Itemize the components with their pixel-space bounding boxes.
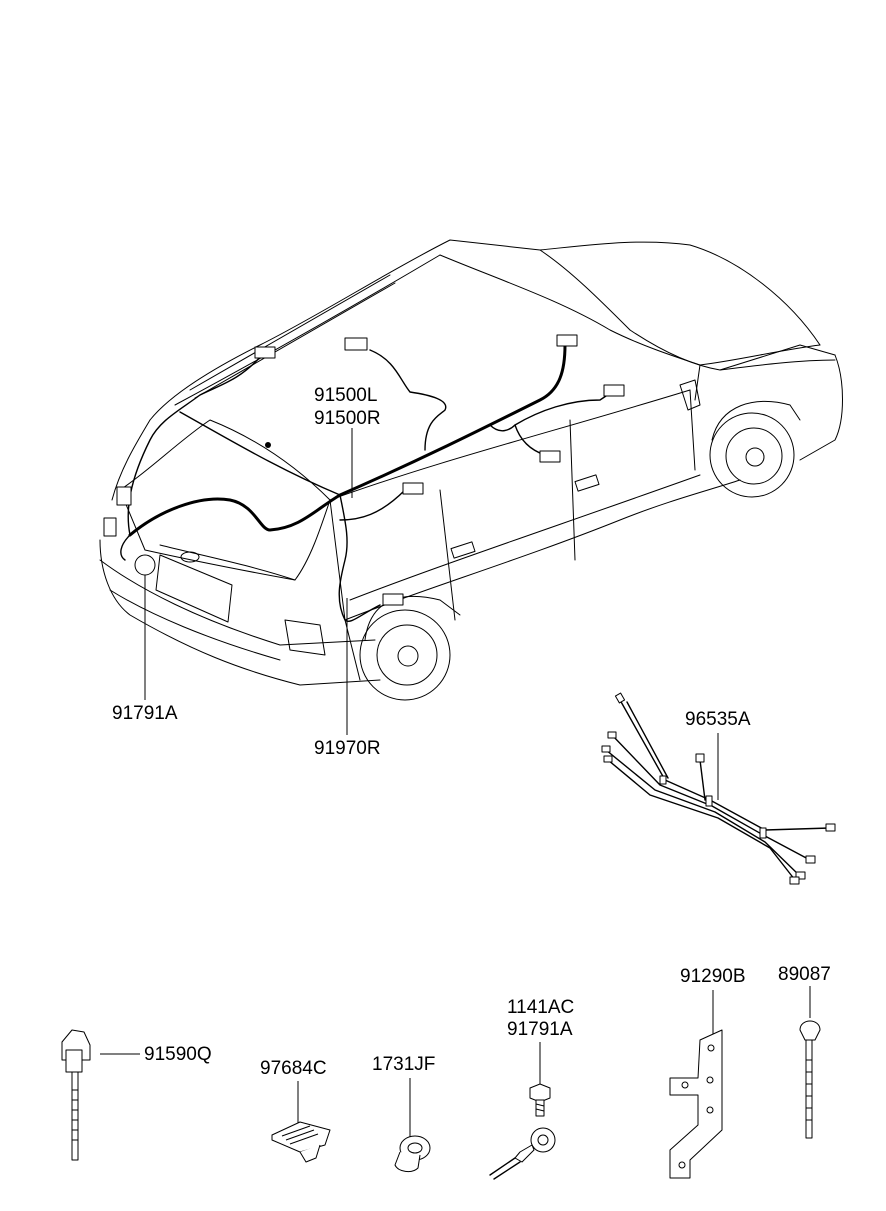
clip-91590q-drawing: [61, 1029, 91, 1161]
leader-lines: [100, 428, 811, 1140]
vehicle-outline: [99, 239, 843, 701]
part-label-91791a: 91791A: [112, 703, 178, 724]
part-label-91791a-bolt: 91791A: [507, 1019, 573, 1040]
part-label-91290b: 91290B: [680, 966, 746, 987]
part-label-1141ac: 1141AC: [507, 997, 575, 1018]
part-label-91500r: 91500R: [314, 408, 381, 429]
roof-wiring-harness: [103, 334, 625, 622]
bracket-91290b-drawing: [669, 1029, 723, 1179]
part-label-97684c: 97684C: [260, 1058, 327, 1079]
grommet-1731jf-drawing: [394, 1135, 431, 1173]
clip-89087-drawing: [799, 1020, 821, 1139]
part-label-96535a: 96535A: [685, 709, 751, 730]
part-label-1731jf: 1731JF: [372, 1054, 436, 1075]
part-label-89087: 89087: [778, 964, 831, 985]
harness-96535a-drawing: [601, 692, 836, 885]
clip-97684c-drawing: [271, 1121, 331, 1163]
bolt-ground-1141ac-drawing: [489, 1083, 556, 1180]
part-label-91590q: 91590Q: [144, 1044, 212, 1065]
part-label-91970r: 91970R: [314, 738, 381, 759]
part-label-91500l: 91500L: [314, 385, 378, 406]
